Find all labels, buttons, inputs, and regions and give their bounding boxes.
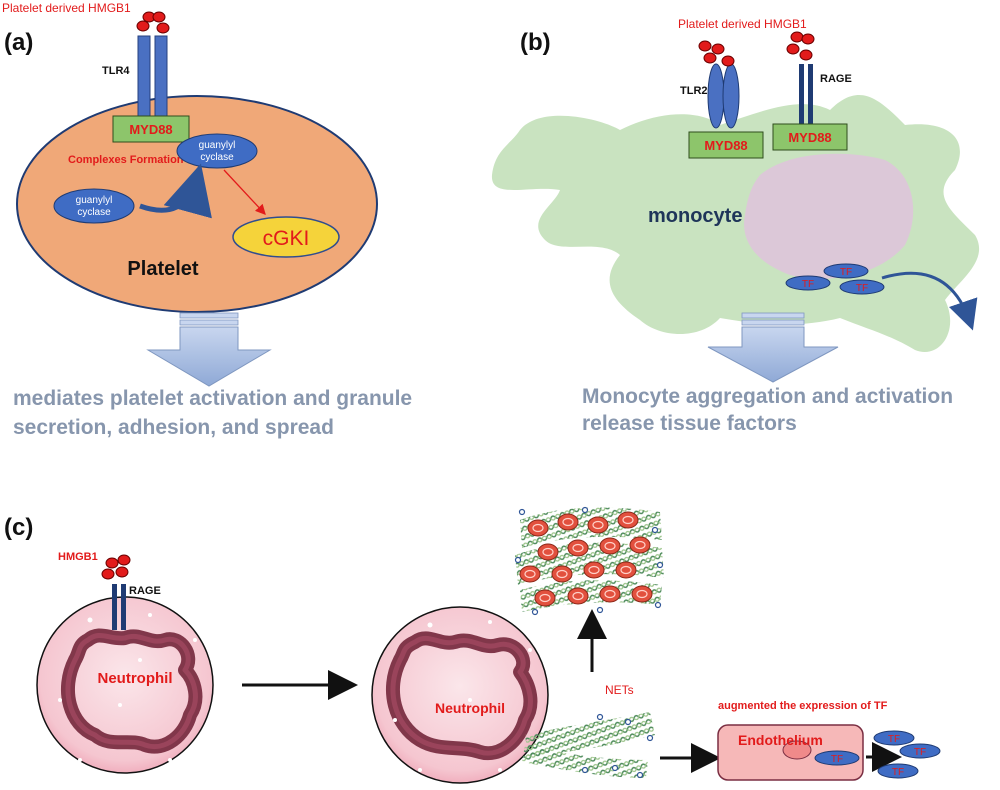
tf-label-3: TF: [856, 283, 868, 294]
hmgb1-label-c: HMGB1: [58, 551, 98, 563]
endothelium-nucleus: [782, 740, 812, 760]
rage-receptor-b-icon: [799, 64, 813, 124]
myd88-left-label: MYD88: [704, 138, 747, 153]
augmented-tf-label: augmented the expression of TF: [718, 700, 888, 712]
panel-b-label: (b): [520, 29, 551, 56]
neutrophil-label-1: Neutrophil: [98, 670, 173, 687]
panel-a-label: (a): [4, 29, 33, 56]
hmgb1-molecule-icon: [136, 11, 170, 34]
tf-molecule-3: [839, 279, 885, 295]
endothelium-label: Endothelium: [738, 732, 823, 748]
cgki-enzyme: [232, 216, 340, 258]
rage-label-c: RAGE: [129, 585, 161, 597]
myd88-box-left: [688, 131, 764, 159]
tf-molecule-1: [823, 263, 869, 279]
myd88-label: MYD88: [129, 122, 172, 137]
tf-release-arrow-icon: [881, 271, 978, 331]
guanylyl-cyclase-active: [176, 133, 258, 169]
tlr4-label: TLR4: [102, 65, 130, 77]
myd88-box-right: [772, 123, 848, 151]
tlr2-receptor-icon: [707, 63, 740, 129]
outcome-b-line2: release tissue factors: [582, 412, 797, 435]
neutrophil-label-2: Neutrophil: [435, 700, 505, 716]
red-arrow-icon: [223, 169, 266, 215]
tf-label-2: TF: [802, 279, 814, 290]
neutrophil-cell-2: [371, 606, 549, 784]
rage-label-b: RAGE: [820, 73, 852, 85]
platelet-label: Platelet: [127, 258, 198, 280]
tlr4-receptor-icon: [137, 35, 168, 117]
outcome-arrow-b-icon: [707, 312, 839, 383]
rage-receptor-c-icon: [112, 584, 126, 630]
tf-label-1: TF: [840, 267, 852, 278]
tlr2-label: TLR2: [680, 85, 708, 97]
outcome-arrow-a-icon: [146, 312, 272, 387]
panel-a: (a) Platelet derived HMGB1 TLR4 MYD88 Co…: [2, 1, 412, 439]
panel-b: (b) Platelet derived HMGB1 TLR2 RAGE: [491, 17, 980, 435]
complexes-formation-label: Complexes Formation: [68, 154, 184, 166]
tf-label-c2: TF: [914, 747, 926, 758]
tf-molecule-c3: [877, 763, 919, 779]
tissue-factor-group: TF TF TF: [785, 263, 885, 295]
net-cluster-icon: [514, 506, 664, 616]
panel-c-label: (c): [4, 514, 33, 541]
outcome-a-line1: mediates platelet activation and granule: [13, 387, 412, 410]
tf-molecule-c2: [899, 743, 941, 759]
outcome-a-line2: secretion, adhesion, and spread: [13, 416, 334, 439]
panel-c: (c) HMGB1 RAGE Neutrophil: [4, 506, 941, 784]
cgki-label: cGKI: [263, 227, 310, 250]
nets-strands-icon: [522, 712, 655, 779]
gc-inactive-line1: guanylyl: [76, 195, 113, 206]
nets-label: NETs: [605, 683, 634, 697]
monocyte-nucleus: [744, 153, 914, 279]
tf-molecule-c0: [814, 750, 860, 766]
outcome-b-line1: Monocyte aggregation and activation: [582, 385, 953, 408]
myd88-box: [112, 115, 190, 143]
gc-inactive-line2: cyclase: [77, 207, 111, 218]
panel-a-ligand-label: Platelet derived HMGB1: [2, 1, 131, 15]
tf-label-c0: TF: [831, 754, 843, 765]
gc-active-line2: cyclase: [200, 152, 234, 163]
panel-b-ligand-label: Platelet derived HMGB1: [678, 17, 807, 31]
neutrophil-cell-1: [36, 596, 214, 774]
tf-label-c1: TF: [888, 734, 900, 745]
monocyte-label: monocyte: [648, 205, 742, 227]
gc-active-line1: guanylyl: [199, 140, 236, 151]
hmgb1-molecule-b1-icon: [698, 40, 735, 67]
tf-molecule-c1: [873, 730, 915, 746]
activation-arrow-icon: [139, 163, 212, 219]
hmgb1-molecule-c-icon: [101, 554, 131, 580]
hmgb1-molecule-b2-icon: [786, 31, 815, 61]
guanylyl-cyclase-inactive: [53, 188, 135, 224]
tf-label-c3: TF: [892, 767, 904, 778]
myd88-right-label: MYD88: [788, 130, 831, 145]
tf-molecule-2: [785, 275, 831, 291]
